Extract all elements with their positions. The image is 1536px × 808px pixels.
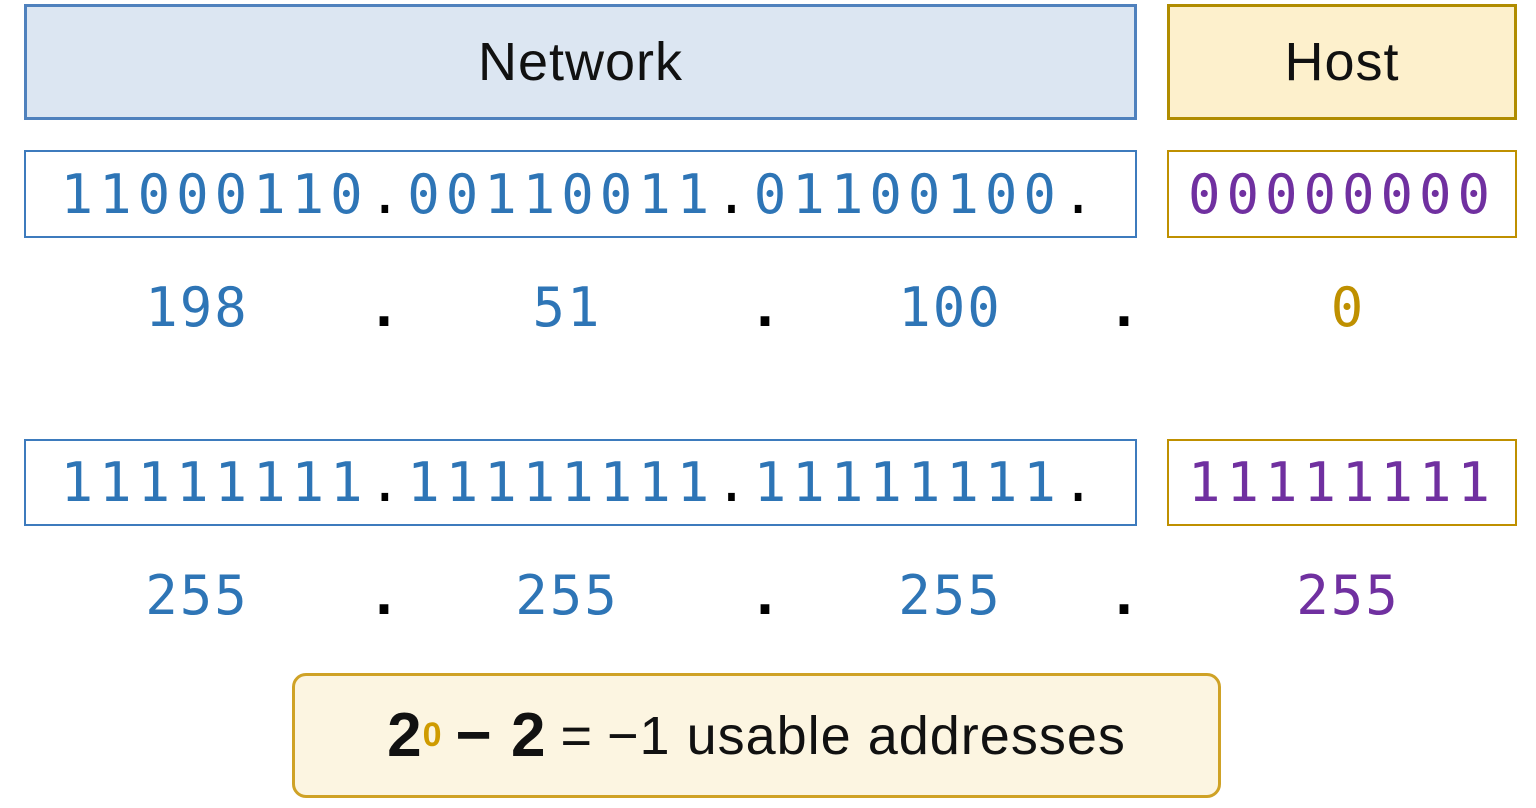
binary-dot: . <box>715 451 754 514</box>
decimal-dot: . <box>1107 276 1143 339</box>
formula-result: −1 usable addresses <box>607 705 1126 766</box>
binary-dot: . <box>368 162 408 226</box>
decimal-dot: . <box>748 276 784 339</box>
mask-binary-host-octet: 11111111 <box>1187 451 1497 514</box>
mask-decimal-octet-2: 255 <box>515 564 619 627</box>
mask-binary-network-box: 11111111.11111111.11111111. <box>24 439 1137 526</box>
decimal-dot: . <box>367 276 403 339</box>
address-binary-host-box: 00000000 <box>1167 150 1517 238</box>
formula-operator: − 2 <box>455 701 547 770</box>
address-decimal-host-octet: 0 <box>1330 276 1366 339</box>
network-header-box: Network <box>24 4 1137 120</box>
address-decimal-octet-1: 198 <box>145 276 249 339</box>
binary-dot: . <box>715 162 754 226</box>
address-binary-host-octet: 00000000 <box>1187 162 1497 226</box>
mask-binary-octet-2: 11111111 <box>407 451 716 514</box>
decimal-dot: . <box>367 564 403 627</box>
mask-binary-octet-3: 11111111 <box>753 451 1062 514</box>
decimal-dot: . <box>1107 564 1143 627</box>
address-binary-octet-1: 11000110 <box>60 162 369 226</box>
binary-dot: . <box>1061 162 1101 226</box>
mask-decimal-row: 255 . 255 . 255 . 255 <box>0 566 1536 626</box>
mask-binary-host-box: 11111111 <box>1167 439 1517 526</box>
address-decimal-row: 198 . 51 . 100 . 0 <box>0 278 1536 338</box>
binary-dot: . <box>1061 451 1101 514</box>
mask-decimal-host-octet: 255 <box>1296 564 1400 627</box>
mask-binary-octet-1: 11111111 <box>60 451 369 514</box>
address-binary-octet-2: 00110011 <box>407 162 716 226</box>
binary-dot: . <box>368 451 408 514</box>
address-decimal-octet-2: 51 <box>532 276 602 339</box>
mask-decimal-octet-1: 255 <box>145 564 249 627</box>
formula-exponent: 0 <box>422 716 442 754</box>
formula-equals: = <box>560 705 594 766</box>
host-header-label: Host <box>1284 32 1400 92</box>
formula-base: 2 <box>387 701 423 770</box>
host-header-box: Host <box>1167 4 1517 120</box>
address-decimal-octet-3: 100 <box>898 276 1002 339</box>
mask-decimal-octet-3: 255 <box>898 564 1002 627</box>
decimal-dot: . <box>748 564 784 627</box>
network-header-label: Network <box>477 32 684 92</box>
address-binary-network-box: 11000110.00110011.01100100. <box>24 150 1137 238</box>
address-binary-octet-3: 01100100 <box>753 162 1062 226</box>
